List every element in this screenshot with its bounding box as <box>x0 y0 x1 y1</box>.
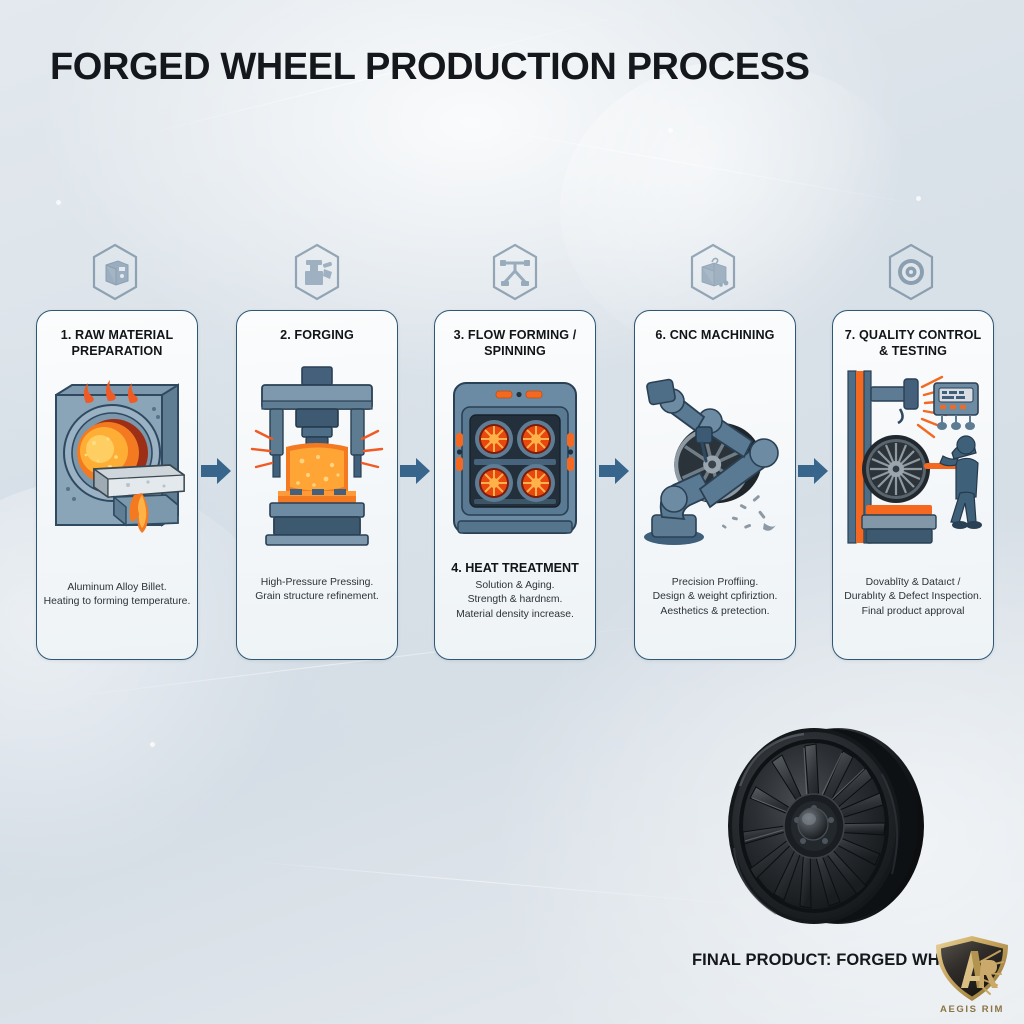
step-description: Aluminum Alloy Billet. Heating to formin… <box>43 582 191 608</box>
step-description: Solution & Aging. Strength & hardnɛm. Ma… <box>456 580 574 620</box>
step-title: 2. FORGING <box>280 328 354 342</box>
step-title: 6. CNC MACHINING <box>655 328 775 342</box>
step-sub-title: 4. HEAT TREATMENT <box>451 561 579 575</box>
aegis-rim-shield-icon <box>936 936 1008 1001</box>
spinning-machine-icon <box>484 241 546 303</box>
final-product-caption: FINAL PRODUCT: FORGED WHEEL <box>692 951 973 969</box>
step-card-forging[interactable]: 2. FORGING <box>236 310 398 660</box>
flow-arrow-3-4 <box>597 455 631 487</box>
step-title: 1. RAW MATERIAL PREPARATION <box>60 328 174 358</box>
quality-control-illustration <box>838 365 988 555</box>
heat-treatment-oven-illustration <box>440 377 590 545</box>
bg-line-4 <box>239 860 759 907</box>
final-product-wheel-image <box>706 722 938 930</box>
step-title: 7. QUALITY CONTROL & TESTING <box>844 328 982 358</box>
step-card-cnc-machining[interactable]: 6. CNC MACHINING <box>634 310 796 660</box>
press-illustration <box>242 365 392 555</box>
brand-logo: AEGIS RIM <box>928 934 1016 1020</box>
flow-arrow-2-3 <box>398 455 432 487</box>
bg-node-2 <box>668 128 673 133</box>
oven-box-icon <box>682 241 744 303</box>
flow-arrow-1-2 <box>199 455 233 487</box>
step-card-flow-forming-spinning[interactable]: 3. FLOW FORMING / SPINNING <box>434 310 596 660</box>
wheel-icon <box>880 241 942 303</box>
step-description: High-Pressure Pressing. Grain structure … <box>255 577 379 603</box>
press-icon <box>286 241 348 303</box>
step-card-raw-material-preparation[interactable]: 1. RAW MATERIAL PREPARATION <box>36 310 198 660</box>
step-description: Precision Proffiing. Design & weight cpf… <box>652 577 778 617</box>
bg-node-4 <box>150 742 155 747</box>
robot-arm-illustration <box>640 365 790 555</box>
bg-node-3 <box>916 196 921 201</box>
flow-arrow-4-5 <box>796 455 830 487</box>
step-description: Dovablīty & Dataıct / Durablıty & Defect… <box>844 577 982 617</box>
step-title: 3. FLOW FORMING / SPINNING <box>453 328 577 358</box>
step-card-quality-control-testing[interactable]: 7. QUALITY CONTROL & TESTING <box>832 310 994 660</box>
furnace-illustration <box>42 365 192 555</box>
page-title: FORGED WHEEL PRODUCTION PROCESS <box>50 46 810 88</box>
bg-node-1 <box>56 200 61 205</box>
furnace-icon <box>84 241 146 303</box>
brand-name: AEGIS RIM <box>939 1004 1004 1015</box>
